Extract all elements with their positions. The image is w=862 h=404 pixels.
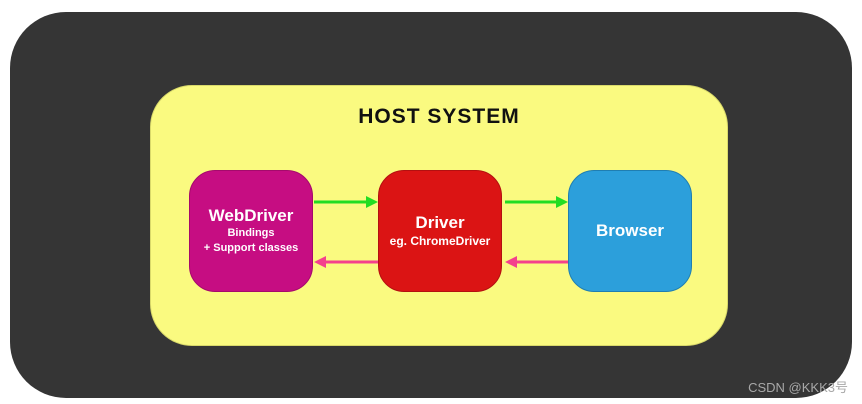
outer-panel: HOST SYSTEM (10, 12, 852, 398)
arrow-driver-to-browser (505, 196, 568, 208)
node-driver: Driver eg. ChromeDriver (378, 170, 502, 292)
node-browser: Browser (568, 170, 692, 292)
arrow-layer (314, 196, 568, 268)
node-browser-title: Browser (595, 220, 665, 240)
node-webdriver: WebDriver Bindings + Support classes (189, 170, 313, 292)
arrow-driver-to-webdriver (314, 256, 378, 268)
node-webdriver-subtitle-line: + Support classes (203, 242, 299, 255)
arrow-browser-to-driver (505, 256, 568, 268)
host-system-title: HOST SYSTEM (358, 105, 520, 128)
watermark: CSDN @KKK3号 (748, 380, 848, 395)
arrow-webdriver-to-driver (314, 196, 378, 208)
node-webdriver-title: WebDriver (208, 205, 294, 225)
node-webdriver-subtitle-line: Bindings (227, 227, 275, 240)
host-system-container: HOST SYSTEM (150, 85, 728, 346)
node-driver-subtitle-line: eg. ChromeDriver (389, 234, 491, 249)
node-driver-title: Driver (415, 212, 465, 232)
